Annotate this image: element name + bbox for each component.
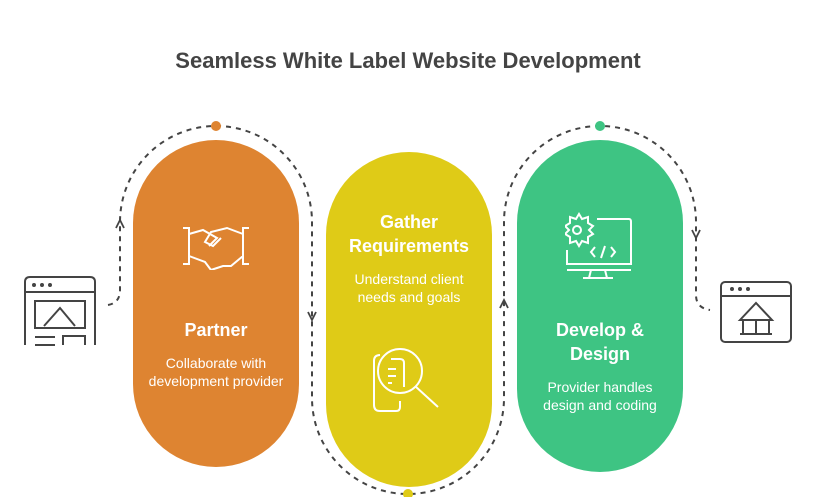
arrow-icons	[115, 217, 701, 323]
step-gather-requirements: Gather Requirements Understand client ne…	[326, 152, 492, 487]
step-develop-design: Develop & Design Provider handles design…	[517, 140, 683, 472]
partner-dot	[211, 121, 221, 131]
step-description: Provider handles design and coding	[543, 379, 657, 413]
diagram-title: Seamless White Label Website Development	[175, 48, 641, 73]
step-title: Develop & Design	[555, 320, 645, 364]
website-bank-icon	[720, 281, 792, 343]
step-partner: Partner Collaborate with development pro…	[133, 140, 299, 467]
website-layout-icon	[24, 276, 96, 346]
develop-dot	[595, 121, 605, 131]
gather-dot	[403, 489, 413, 497]
step-title: Gather Requirements	[348, 212, 470, 256]
step-description: Understand client needs and goals	[354, 271, 464, 305]
step-description: Collaborate with development provider	[148, 355, 284, 389]
step-title: Partner	[184, 320, 248, 340]
document-search-icon	[373, 348, 439, 412]
handshake-icon	[183, 226, 249, 270]
gear-code-monitor-icon	[565, 212, 632, 279]
